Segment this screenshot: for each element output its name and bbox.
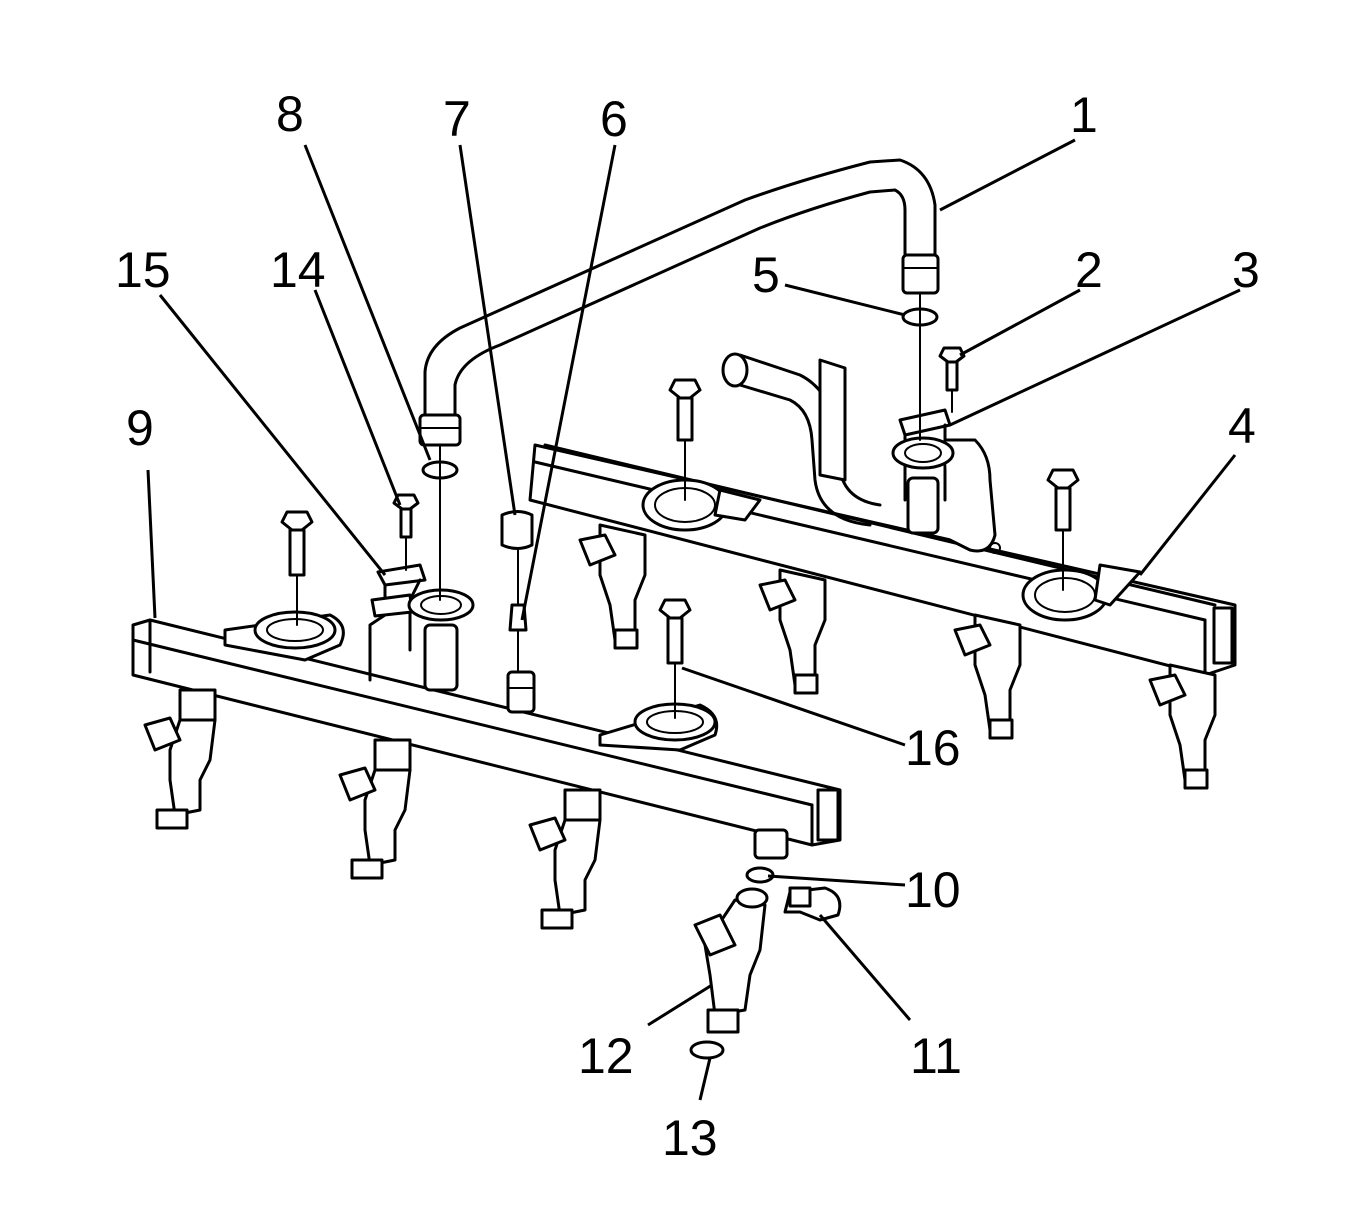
callout-13: 13	[662, 1110, 718, 1166]
callout-labels: 1 2 3 4 5 6 7 8 9 10 11 12 13 14 15 16	[115, 86, 1260, 1166]
oring-5	[901, 292, 939, 441]
exploded-injector	[689, 886, 842, 1060]
cap-and-valve-core	[500, 510, 534, 673]
callout-12: 12	[578, 1028, 634, 1084]
callout-11: 11	[910, 1028, 962, 1084]
front-rail-injectors	[143, 688, 789, 930]
callout-3: 3	[1232, 242, 1260, 298]
callout-9: 9	[126, 400, 154, 456]
callout-6: 6	[600, 91, 628, 147]
rear-fuel-rail	[528, 352, 1237, 677]
front-fuel-rail	[131, 563, 842, 847]
callout-8: 8	[276, 86, 304, 142]
leader-lines	[146, 138, 1241, 1101]
callout-7: 7	[443, 91, 471, 147]
callout-16: 16	[905, 720, 961, 776]
front-rail-bolts	[280, 493, 692, 719]
callout-10: 10	[905, 862, 961, 918]
callout-5: 5	[752, 247, 780, 303]
callout-4: 4	[1228, 398, 1256, 454]
callout-14: 14	[270, 242, 326, 298]
oring-8	[421, 444, 459, 601]
rear-rail-bolts	[668, 346, 1080, 591]
fuel-crossover-pipe	[418, 158, 940, 447]
callout-15: 15	[115, 242, 171, 298]
callout-2: 2	[1075, 242, 1103, 298]
callout-1: 1	[1070, 87, 1098, 143]
rear-rail-injectors	[578, 523, 1217, 790]
